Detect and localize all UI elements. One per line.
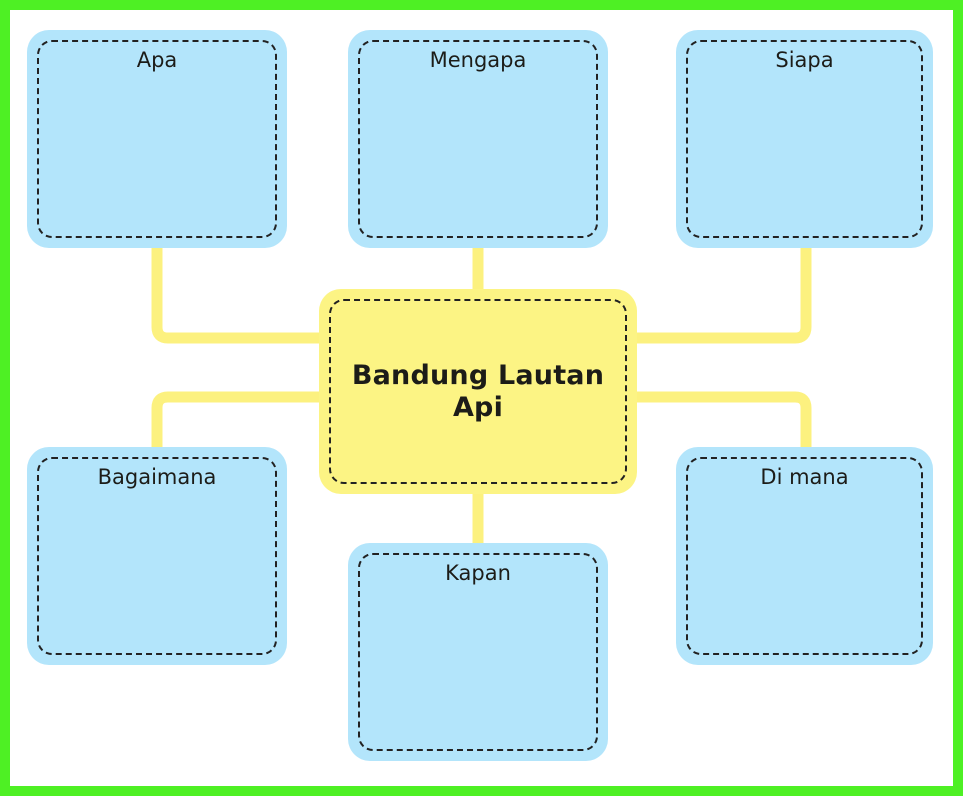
branch-node-mengapa-label: Mengapa [429, 48, 527, 72]
branch-node-mengapa[interactable]: Mengapa [348, 30, 608, 248]
branch-node-siapa-frame: Siapa [686, 40, 923, 238]
branch-node-di-mana-frame: Di mana [686, 457, 923, 655]
branch-node-kapan-label: Kapan [445, 561, 511, 585]
branch-node-siapa[interactable]: Siapa [676, 30, 933, 248]
connector-central-apa [151, 248, 322, 344]
connector-central-di-mana [634, 391, 812, 447]
branch-node-apa[interactable]: Apa [27, 30, 287, 248]
central-node-label: Bandung Lautan Api [351, 359, 605, 423]
branch-node-apa-label: Apa [136, 48, 178, 72]
connector-central-siapa [634, 248, 812, 344]
branch-node-mengapa-frame: Mengapa [358, 40, 598, 238]
branch-node-apa-frame: Apa [37, 40, 277, 238]
central-node[interactable]: Bandung Lautan Api [319, 289, 637, 494]
branch-node-bagaimana-label: Bagaimana [97, 465, 217, 489]
branch-node-bagaimana-frame: Bagaimana [37, 457, 277, 655]
central-node-frame: Bandung Lautan Api [329, 299, 627, 484]
branch-node-siapa-label: Siapa [775, 48, 834, 72]
branch-node-bagaimana[interactable]: Bagaimana [27, 447, 287, 665]
branch-node-di-mana[interactable]: Di mana [676, 447, 933, 665]
connector-central-bagaimana [151, 391, 322, 447]
branch-node-kapan-frame: Kapan [358, 553, 598, 751]
branch-node-kapan[interactable]: Kapan [348, 543, 608, 761]
branch-node-di-mana-label: Di mana [760, 465, 849, 489]
